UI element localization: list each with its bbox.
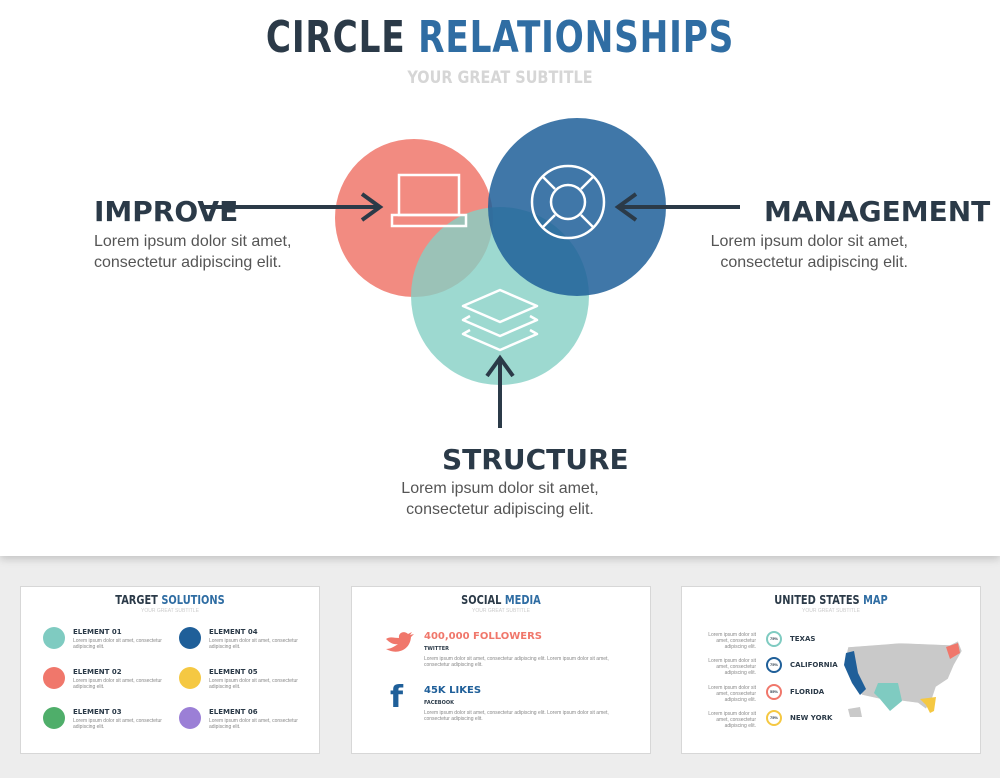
element-01-text: Lorem ipsum dolor sit amet, consectetur … (73, 638, 162, 650)
element-02-text: Lorem ipsum dolor sit amet, consectetur … (73, 678, 162, 690)
thumbnail-us-map[interactable]: UNITED STATES MAP YOUR GREAT SUBTITLE Lo… (681, 586, 981, 754)
florida-percent: 55% (766, 684, 782, 700)
management-circle (488, 118, 666, 296)
title-part-2: RELATIONSHIPS (418, 12, 735, 63)
element-01-name: ELEMENT 01 (73, 628, 122, 636)
thumb-title-part-1: TARGET (115, 593, 158, 607)
improve-line-2: consectetur adipiscing elit. (94, 254, 282, 271)
florida-name: FLORIDA (790, 688, 825, 696)
element-02-name: ELEMENT 02 (73, 668, 122, 676)
structure-description: Lorem ipsum dolor sit amet, consectetur … (380, 478, 620, 520)
thumb-title-part-1: UNITED STATES (774, 593, 860, 607)
element-05-icon (179, 667, 201, 689)
element-01-icon (43, 627, 65, 649)
element-03-text: Lorem ipsum dolor sit amet, consectetur … (73, 718, 162, 730)
thumb-title-part-1: SOCIAL (461, 593, 502, 607)
structure-line-2: consectetur adipiscing elit. (406, 501, 594, 518)
improve-description: Lorem ipsum dolor sit amet, consectetur … (94, 231, 291, 273)
improve-label: IMPROVE (94, 195, 239, 228)
newyork-percent: 75% (766, 710, 782, 726)
texas-name: TEXAS (790, 635, 816, 643)
management-label: MANAGEMENT (764, 195, 991, 228)
structure-arrow (485, 354, 515, 428)
management-line-2: consectetur adipiscing elit. (720, 254, 908, 271)
management-line-1: Lorem ipsum dolor sit amet, (710, 233, 908, 250)
management-description: Lorem ipsum dolor sit amet, consectetur … (706, 231, 908, 273)
thumbnail-target-solutions[interactable]: TARGET SOLUTIONS YOUR GREAT SUBTITLE ELE… (20, 586, 320, 754)
facebook-text: Lorem ipsum dolor sit amet, consectetur … (424, 710, 609, 722)
newyork-name: NEW YORK (790, 714, 833, 722)
element-03-icon (43, 707, 65, 729)
element-02-icon (43, 667, 65, 689)
main-slide: CIRCLE RELATIONSHIPS YOUR GREAT SUBTITLE (94, 12, 991, 520)
california-name: CALIFORNIA (790, 661, 838, 669)
layers-icon (461, 288, 539, 352)
improve-arrow (202, 192, 384, 222)
thumb-title: SOCIAL MEDIA (379, 593, 623, 607)
facebook-count: 45K LIKES (424, 685, 482, 696)
thumb-title: TARGET SOLUTIONS (48, 593, 292, 607)
california-text: Lorem ipsum dolor sit amet, consectetur … (708, 658, 756, 676)
twitter-icon (386, 632, 414, 652)
us-map-icon (843, 640, 963, 717)
facebook-name: FACEBOOK (424, 700, 454, 706)
lifebuoy-icon (530, 164, 606, 240)
page-title: CIRCLE RELATIONSHIPS (110, 12, 890, 63)
florida-text: Lorem ipsum dolor sit amet, consectetur … (708, 685, 756, 703)
laptop-icon (390, 173, 468, 228)
twitter-text: Lorem ipsum dolor sit amet, consectetur … (424, 656, 609, 668)
thumbnail-social-media[interactable]: SOCIAL MEDIA YOUR GREAT SUBTITLE 400,000… (351, 586, 651, 754)
thumb-title: UNITED STATES MAP (709, 593, 953, 607)
thumb-subtitle: YOUR GREAT SUBTITLE (472, 608, 530, 614)
thumb-subtitle: YOUR GREAT SUBTITLE (802, 608, 860, 614)
element-03-name: ELEMENT 03 (73, 708, 122, 716)
newyork-text: Lorem ipsum dolor sit amet, consectetur … (708, 711, 756, 729)
texas-percent: 75% (766, 631, 782, 647)
california-percent: 75% (766, 657, 782, 673)
element-06-name: ELEMENT 06 (209, 708, 258, 716)
management-arrow (614, 192, 740, 222)
thumb-subtitle: YOUR GREAT SUBTITLE (141, 608, 199, 614)
element-05-text: Lorem ipsum dolor sit amet, consectetur … (209, 678, 298, 690)
twitter-name: TWITTER (424, 646, 449, 652)
element-06-text: Lorem ipsum dolor sit amet, consectetur … (209, 718, 298, 730)
twitter-count: 400,000 FOLLOWERS (424, 631, 543, 642)
element-04-name: ELEMENT 04 (209, 628, 258, 636)
structure-label: STRUCTURE (442, 443, 629, 476)
element-04-icon (179, 627, 201, 649)
facebook-icon: f (390, 680, 404, 715)
title-part-1: CIRCLE (265, 12, 406, 63)
improve-line-1: Lorem ipsum dolor sit amet, (94, 233, 292, 250)
texas-text: Lorem ipsum dolor sit amet, consectetur … (708, 632, 756, 650)
element-05-name: ELEMENT 05 (209, 668, 258, 676)
thumb-title-part-2: SOLUTIONS (161, 593, 225, 607)
thumb-title-part-2: MEDIA (504, 593, 541, 607)
structure-line-1: Lorem ipsum dolor sit amet, (401, 480, 599, 497)
thumb-title-part-2: MAP (863, 593, 888, 607)
venn-diagram (202, 118, 740, 428)
element-06-icon (179, 707, 201, 729)
element-04-text: Lorem ipsum dolor sit amet, consectetur … (209, 638, 298, 650)
page-subtitle: YOUR GREAT SUBTITLE (407, 68, 593, 88)
